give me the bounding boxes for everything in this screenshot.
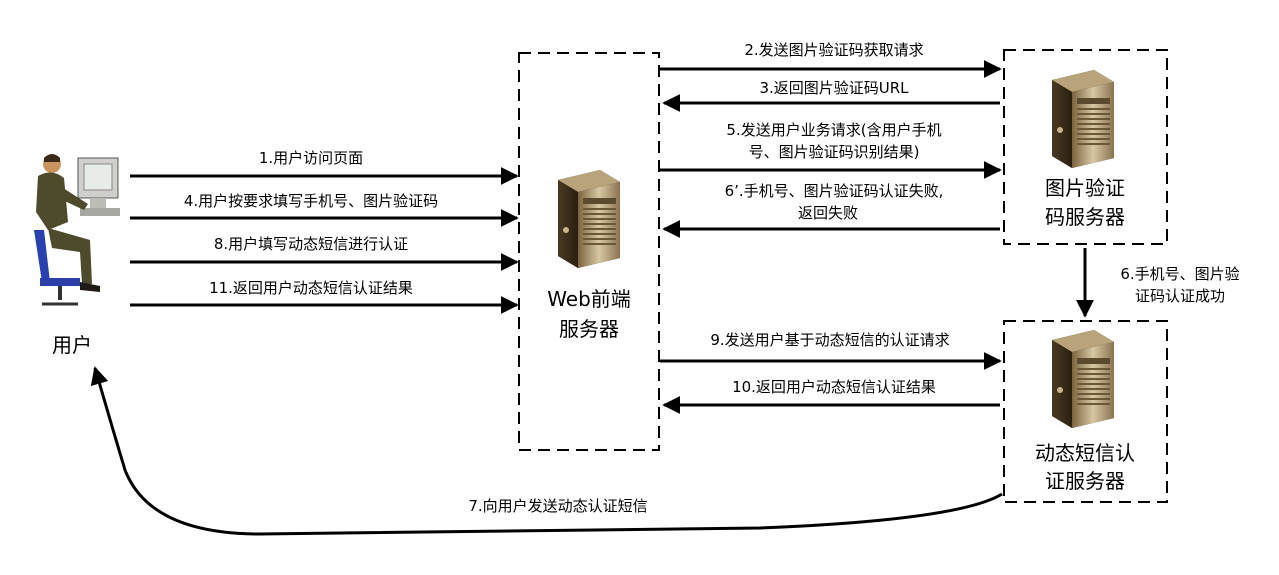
edge-9-label: 9.发送用户基于动态短信的认证请求	[710, 331, 949, 349]
edge-1-label: 1.用户访问页面	[259, 149, 363, 167]
edge-2-label: 2.发送图片验证码获取请求	[744, 41, 923, 59]
edge-6-label-line2: 证码认证成功	[1135, 287, 1225, 305]
web-server-label-line2: 服务器	[559, 317, 619, 341]
web-server-label-line1: Web前端	[547, 287, 631, 311]
edge-7-arrow	[90, 366, 1003, 536]
web-server-icon	[558, 170, 620, 268]
edge-6-label-line1: 6.手机号、图片验	[1120, 265, 1239, 283]
sms-server-label-line1: 动态短信认	[1035, 441, 1135, 465]
sms-server-box	[1003, 320, 1168, 503]
edge-6f-label-line2: 返回失败	[798, 204, 858, 222]
edge-7-label: 7.向用户发送动态认证短信	[468, 497, 647, 515]
sms-server-icon	[1052, 330, 1114, 428]
edge-5-label-line2: 号、图片验证码识别结果)	[749, 143, 920, 161]
edge-10-label: 10.返回用户动态短信认证结果	[732, 378, 936, 396]
captcha-server-label-line1: 图片验证	[1045, 176, 1125, 200]
edge-3-label: 3.返回图片验证码URL	[759, 79, 909, 97]
user-person-icon	[34, 154, 120, 306]
edge-4-label: 4.用户按要求填写手机号、图片验证码	[184, 192, 438, 210]
edge-5-label-line1: 5.发送用户业务请求(含用户手机	[726, 121, 941, 139]
web-server-box	[518, 52, 660, 451]
edge-8-label: 8.用户填写动态短信进行认证	[214, 235, 408, 253]
captcha-server-icon	[1052, 70, 1114, 168]
captcha-server-label-line2: 码服务器	[1045, 205, 1125, 229]
edge-6f-label-line1: 6’.手机号、图片验证码认证失败,	[725, 182, 944, 200]
captcha-server-box	[1003, 49, 1168, 245]
user-label: 用户	[52, 333, 92, 357]
sms-server-label-line2: 证服务器	[1045, 469, 1125, 493]
edge-11-label: 11.返回用户动态短信认证结果	[209, 279, 413, 297]
